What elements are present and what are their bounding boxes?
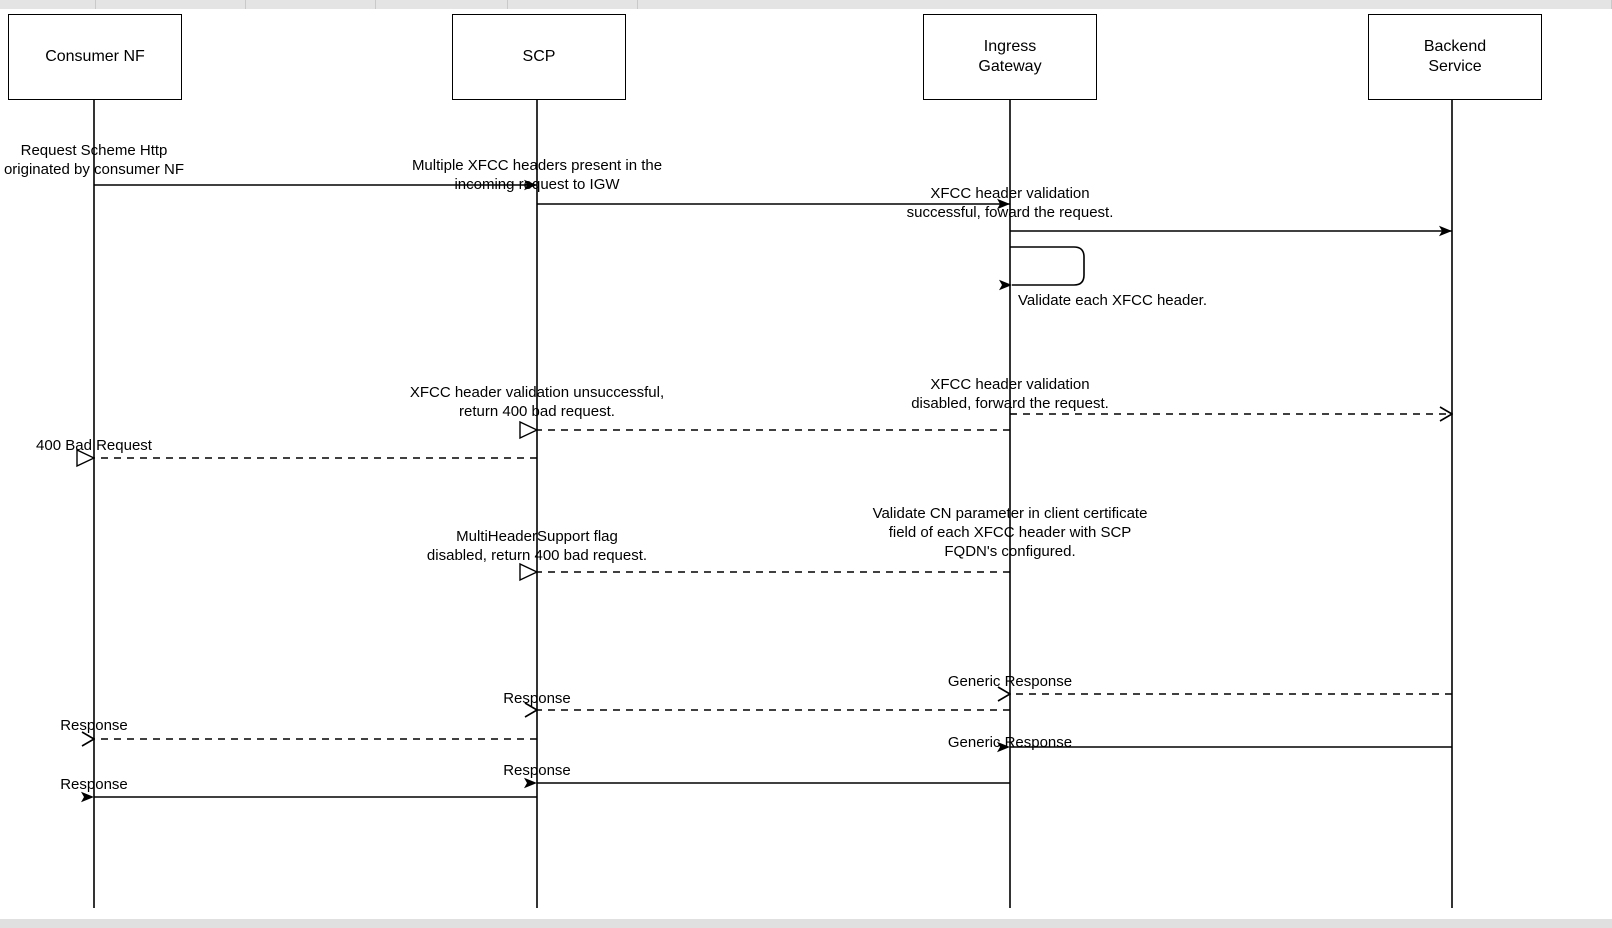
message-label-m11: Response — [503, 690, 571, 707]
message-label-m15: Response — [60, 776, 128, 793]
message-label-m9: MultiHeaderSupport flag disabled, return… — [426, 528, 648, 564]
message-label-m6: XFCC header validation unsuccessful, ret… — [409, 384, 665, 420]
message-label-m12: Generic Response — [947, 734, 1073, 751]
lifelines-group — [93, 100, 1453, 908]
app-bottom-strip — [0, 919, 1612, 928]
participant-label-scp: SCP — [522, 48, 556, 65]
participant-label-igw: Ingress Gateway — [978, 38, 1042, 75]
message-label-m5: XFCC header validation disabled, forward… — [911, 376, 1109, 412]
message-label-m2: Multiple XFCC headers present in the inc… — [411, 157, 663, 193]
toolbar-cell-1[interactable] — [96, 0, 246, 9]
toolbar-cell-0[interactable] — [0, 0, 96, 9]
toolbar-cell-2[interactable] — [246, 0, 376, 9]
participant-box-scp[interactable]: SCP — [452, 14, 626, 100]
participant-box-consumer[interactable]: Consumer NF — [8, 14, 182, 100]
message-label-m1: Request Scheme Http originated by consum… — [3, 142, 185, 178]
message-label-m14: Response — [503, 762, 571, 779]
participant-label-backend: Backend Service — [1423, 38, 1487, 75]
messages-group — [94, 179, 1452, 803]
message-label-m8: Validate CN parameter in client certific… — [872, 505, 1148, 560]
message-label-m13: Response — [60, 717, 128, 734]
participant-box-backend[interactable]: Backend Service — [1368, 14, 1542, 100]
message-label-m4: Validate each XFCC header. — [1018, 292, 1208, 309]
message-label-m3: XFCC header validation successful, fowar… — [906, 185, 1114, 221]
participant-box-igw[interactable]: Ingress Gateway — [923, 14, 1097, 100]
message-label-m10: Generic Response — [947, 673, 1073, 690]
message-label-m7: 400 Bad Request — [36, 437, 152, 454]
toolbar-cell-4[interactable] — [508, 0, 638, 9]
participant-label-consumer: Consumer NF — [45, 48, 145, 65]
message-arrow-m4[interactable] — [999, 246, 1085, 291]
toolbar-cell-3[interactable] — [376, 0, 508, 9]
